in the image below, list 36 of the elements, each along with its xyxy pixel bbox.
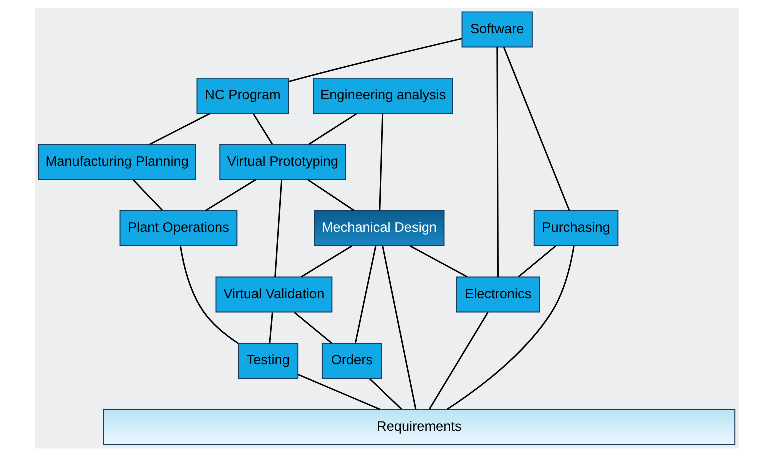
- node-box: Plant Operations: [120, 210, 238, 247]
- connector: [205, 179, 256, 212]
- connector: [369, 378, 402, 410]
- connector: [496, 48, 499, 278]
- connector: [410, 246, 468, 278]
- node-box: Engineering analysis: [313, 78, 454, 114]
- node-box: Electronics: [456, 276, 540, 313]
- connector: [382, 246, 417, 410]
- node-box: Requirements: [103, 409, 736, 446]
- node-box: Purchasing: [534, 210, 619, 247]
- connector: [274, 180, 283, 278]
- connector: [308, 179, 355, 212]
- node-box: Virtual Validation: [216, 276, 333, 313]
- connector: [252, 113, 274, 145]
- connector: [428, 312, 489, 410]
- connector: [269, 312, 274, 344]
- connector: [354, 246, 377, 344]
- connector: [180, 246, 239, 344]
- connector: [132, 180, 164, 212]
- connector: [503, 47, 570, 212]
- connector: [301, 246, 352, 278]
- node-box: NC Program: [196, 78, 290, 114]
- connector: [288, 38, 462, 83]
- connector: [446, 246, 575, 410]
- node-box: Software: [462, 12, 533, 48]
- connector: [294, 312, 332, 344]
- node-box: Mechanical Design: [314, 210, 445, 247]
- node-box: Manufacturing Planning: [38, 144, 196, 180]
- node-box: Virtual Prototyping: [220, 144, 346, 180]
- connector: [308, 113, 358, 146]
- connector: [379, 114, 384, 211]
- node-box: Testing: [238, 343, 299, 380]
- connector: [518, 246, 556, 278]
- connector: [298, 374, 381, 410]
- connector: [150, 113, 211, 146]
- node-box: Orders: [322, 343, 382, 380]
